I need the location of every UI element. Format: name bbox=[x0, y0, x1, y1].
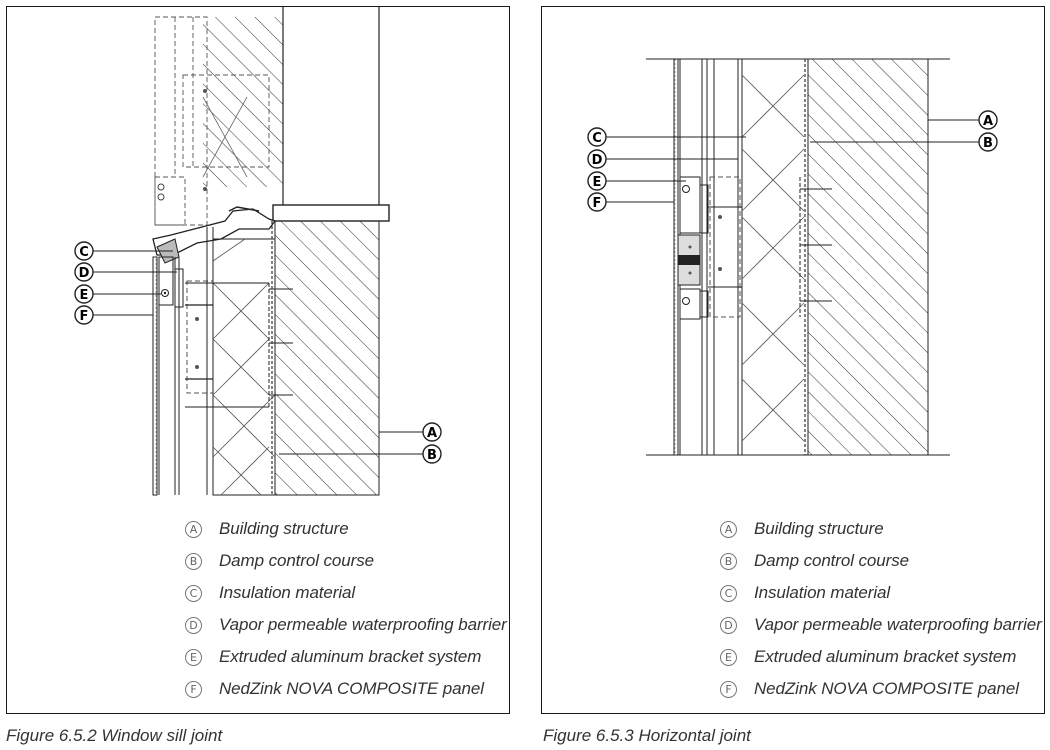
legend-item-c: C Insulation material bbox=[720, 581, 890, 605]
composite-panel bbox=[673, 58, 679, 456]
figure-caption-left: Figure 6.5.2 Window sill joint bbox=[6, 726, 223, 745]
svg-text:C: C bbox=[79, 245, 89, 260]
legend-item-b: B Damp control course bbox=[720, 549, 909, 573]
legend-item-d: D Vapor permeable waterproofing barrier bbox=[185, 613, 507, 637]
legend-item-d: D Vapor permeable waterproofing barrier bbox=[720, 613, 1042, 637]
figure-caption-right: Figure 6.5.3 Horizontal joint bbox=[543, 726, 751, 745]
legend-item-e: E Extruded aluminum bracket system bbox=[720, 645, 1016, 669]
legend-marker: B bbox=[185, 552, 202, 570]
window-sill-board bbox=[272, 204, 390, 222]
svg-text:B: B bbox=[983, 136, 993, 151]
callout-d: D bbox=[587, 149, 738, 169]
svg-text:C: C bbox=[592, 131, 602, 146]
horizontal-joint-drawing: C D E F A B bbox=[587, 58, 998, 456]
legend-item-b: B Damp control course bbox=[185, 549, 374, 573]
window-frame-dashed bbox=[154, 16, 270, 226]
building-structure bbox=[807, 58, 929, 456]
callout-a: A bbox=[928, 110, 998, 130]
callout-f: F bbox=[74, 305, 153, 325]
legend-marker: C bbox=[720, 584, 737, 602]
svg-text:E: E bbox=[593, 175, 602, 190]
legend-label: Extruded aluminum bracket system bbox=[219, 647, 482, 666]
legend-item-a: A Building structure bbox=[720, 517, 884, 541]
building-structure-upper bbox=[203, 17, 283, 187]
legend-label: Vapor permeable waterproofing barrier bbox=[219, 615, 507, 634]
callout-d: D bbox=[74, 262, 177, 282]
svg-text:F: F bbox=[593, 196, 602, 211]
legend-marker: D bbox=[720, 616, 737, 634]
callout-b: B bbox=[279, 444, 442, 464]
legend-marker: B bbox=[720, 552, 737, 570]
callout-b: B bbox=[810, 132, 998, 152]
legend-marker: A bbox=[185, 520, 202, 538]
callout-a: A bbox=[379, 422, 442, 442]
callout-f: F bbox=[587, 192, 674, 212]
window-sill-joint-drawing: C D E F A B bbox=[74, 7, 442, 496]
legend-label: Building structure bbox=[219, 519, 349, 538]
legend-marker: D bbox=[185, 616, 202, 634]
legend-item-c: C Insulation material bbox=[185, 581, 355, 605]
legend-marker: A bbox=[720, 520, 737, 538]
building-structure-lower bbox=[274, 220, 380, 496]
insulation-zone bbox=[185, 238, 293, 496]
legend-label: NedZink NOVA COMPOSITE panel bbox=[219, 679, 484, 698]
callout-e: E bbox=[587, 171, 686, 191]
legend-label: Damp control course bbox=[219, 551, 374, 570]
svg-text:E: E bbox=[80, 288, 89, 303]
bracket-system bbox=[158, 227, 214, 495]
svg-text:F: F bbox=[80, 309, 89, 324]
legend-label: Vapor permeable waterproofing barrier bbox=[754, 615, 1042, 634]
svg-text:A: A bbox=[427, 426, 437, 441]
legend-item-f: F NedZink NOVA COMPOSITE panel bbox=[185, 677, 484, 701]
legend-label: Damp control course bbox=[754, 551, 909, 570]
bracket-system bbox=[679, 176, 742, 320]
svg-text:D: D bbox=[79, 266, 90, 281]
callout-c: C bbox=[587, 127, 746, 147]
legend-marker: E bbox=[720, 648, 737, 666]
svg-text:B: B bbox=[427, 448, 437, 463]
figure-window-sill-joint: C D E F A B bbox=[6, 6, 510, 714]
legend-item-f: F NedZink NOVA COMPOSITE panel bbox=[720, 677, 1019, 701]
legend-marker: F bbox=[720, 680, 737, 698]
legend-marker: E bbox=[185, 648, 202, 666]
callout-e: E bbox=[74, 284, 161, 304]
insulation-zone bbox=[741, 59, 832, 455]
legend-label: Insulation material bbox=[754, 583, 891, 602]
legend-marker: F bbox=[185, 680, 202, 698]
legend-item-e: E Extruded aluminum bracket system bbox=[185, 645, 481, 669]
composite-panel bbox=[152, 256, 158, 496]
legend-label: Extruded aluminum bracket system bbox=[754, 647, 1017, 666]
callout-c: C bbox=[74, 241, 173, 261]
legend-item-a: A Building structure bbox=[185, 517, 349, 541]
legend-label: Insulation material bbox=[219, 583, 356, 602]
legend-label: Building structure bbox=[754, 519, 884, 538]
legend-marker: C bbox=[185, 584, 202, 602]
legend-label: NedZink NOVA COMPOSITE panel bbox=[754, 679, 1019, 698]
svg-text:D: D bbox=[592, 153, 603, 168]
svg-text:A: A bbox=[983, 114, 993, 129]
figure-horizontal-joint: C D E F A B bbox=[541, 6, 1045, 714]
